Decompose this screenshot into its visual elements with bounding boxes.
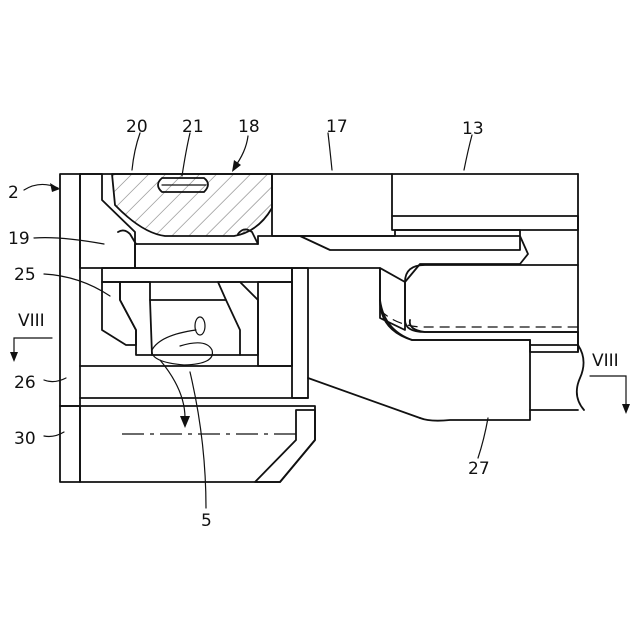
section-arrow-right	[590, 376, 630, 414]
label-viii-left: VIII	[18, 311, 45, 331]
pipe-right	[530, 345, 584, 410]
pointer-arrow-18	[232, 136, 248, 172]
label-2: 2	[8, 183, 19, 203]
label-20: 20	[126, 117, 148, 137]
label-26: 26	[14, 373, 36, 393]
label-13: 13	[462, 119, 484, 139]
label-17: 17	[326, 117, 348, 137]
lens-window-part-20	[112, 174, 272, 236]
label-viii-right: VIII	[592, 351, 619, 371]
central-cup-part-25	[102, 268, 292, 366]
label-25: 25	[14, 265, 36, 285]
label-18: 18	[238, 117, 260, 137]
inner-right-wall	[292, 268, 308, 398]
label-21: 21	[182, 117, 204, 137]
section-arrow-left	[10, 338, 52, 362]
strip-part-13	[392, 174, 578, 230]
duct-part-27	[308, 265, 578, 421]
label-27: 27	[468, 459, 490, 479]
label-19: 19	[8, 229, 30, 249]
flow-path-part-5	[152, 317, 213, 428]
pointer-arrow-2	[24, 183, 60, 192]
label-30: 30	[14, 429, 36, 449]
label-5: 5	[201, 511, 212, 531]
outer-left-wall	[60, 174, 80, 406]
